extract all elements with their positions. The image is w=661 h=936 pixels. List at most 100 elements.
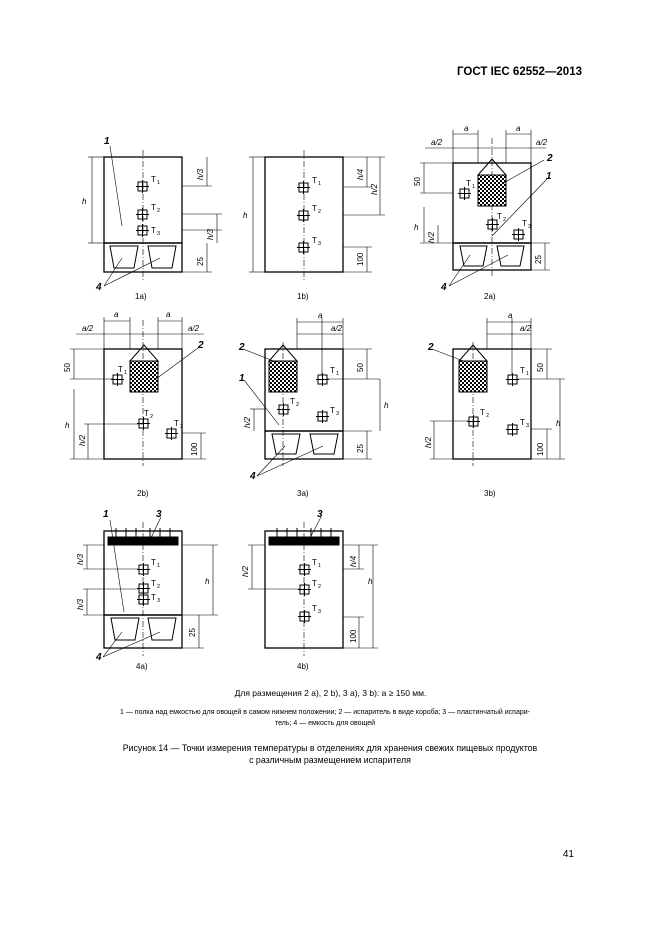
page-number: 41 xyxy=(562,849,574,860)
label-t1: T xyxy=(118,365,123,374)
label-t1-index: 1 xyxy=(157,180,160,186)
label-t3-index: 3 xyxy=(318,241,321,247)
dim-100: 100 xyxy=(349,629,358,643)
panel-1b xyxy=(249,150,385,280)
label-t1-index: 1 xyxy=(124,370,127,376)
caption-line-1: Рисунок 14 — Точки измерения температуры… xyxy=(122,743,538,753)
figure-14-diagram: T1 T2 T3 h h/3 h/3 25 1 4 1a) T1 T2 T3 h… xyxy=(63,124,565,671)
panel-1a xyxy=(88,145,222,287)
panel-2b xyxy=(70,317,206,466)
label-t3: T xyxy=(151,226,156,235)
dim-h2: h/2 xyxy=(427,231,436,243)
label-t3: T xyxy=(312,236,317,245)
dim-h: h xyxy=(556,419,561,428)
label-t3-index: 3 xyxy=(157,231,160,237)
callout-2: 2 xyxy=(546,153,553,164)
panel-3b xyxy=(430,318,565,466)
dim-h3: h/3 xyxy=(206,228,215,240)
dim-a: a xyxy=(114,310,119,319)
legend-line-2: тель; 4 — емкость для овощей xyxy=(274,720,376,727)
dim-h4: h/4 xyxy=(349,555,358,567)
label-t2: T xyxy=(151,579,156,588)
dim-h3: h/3 xyxy=(76,553,85,565)
label-t1: T xyxy=(151,175,156,184)
dim-25: 25 xyxy=(534,255,543,264)
label-t2-index: 2 xyxy=(318,209,321,215)
dim-100: 100 xyxy=(356,252,365,266)
panel-4b xyxy=(248,516,378,656)
label-t2-index: 2 xyxy=(157,208,160,214)
panel-label-3b: 3b) xyxy=(484,489,496,498)
label-t1: T xyxy=(151,558,156,567)
dim-h2: h/2 xyxy=(424,436,433,448)
dim-a2: a/2 xyxy=(431,138,443,147)
dim-50: 50 xyxy=(63,363,72,372)
panel-2a xyxy=(420,130,550,287)
label-t3-index: 3 xyxy=(528,224,531,230)
label-t2-index: 2 xyxy=(318,584,321,590)
callout-1: 1 xyxy=(103,509,109,520)
dim-h: h xyxy=(243,211,248,220)
label-t2: T xyxy=(497,212,502,221)
label-t1-index: 1 xyxy=(318,181,321,187)
panel-label-2a: 2a) xyxy=(484,292,496,301)
label-t3: T xyxy=(330,406,335,415)
dim-h: h xyxy=(384,401,389,410)
dim-a2: a/2 xyxy=(331,324,343,333)
dim-h2: h/2 xyxy=(243,416,252,428)
dim-a: a xyxy=(166,310,171,319)
dim-a: a xyxy=(508,311,513,320)
label-t3-index: 3 xyxy=(318,609,321,615)
dim-25: 25 xyxy=(196,257,205,266)
label-t3-index: 3 xyxy=(526,423,529,429)
label-t3: T xyxy=(520,418,525,427)
dim-25: 25 xyxy=(356,444,365,453)
dim-h: h xyxy=(368,577,373,586)
callout-1: 1 xyxy=(239,373,245,384)
label-t3-index: 3 xyxy=(157,598,160,604)
panel-label-1b: 1b) xyxy=(297,292,309,301)
caption-line-2: с различным размещением испарителя xyxy=(249,755,411,765)
label-t3-index: 3 xyxy=(336,411,339,417)
dim-100: 100 xyxy=(190,442,199,456)
dim-25: 25 xyxy=(188,628,197,637)
label-t2-index: 2 xyxy=(503,217,506,223)
callout-4: 4 xyxy=(249,471,256,482)
label-t2-index: 2 xyxy=(486,413,489,419)
label-t2: T xyxy=(290,397,295,406)
label-t2: T xyxy=(151,203,156,212)
callout-1: 1 xyxy=(104,136,110,147)
dim-a: a xyxy=(318,311,323,320)
dim-h4: h/4 xyxy=(356,168,365,180)
dim-h: h xyxy=(205,577,210,586)
label-t2: T xyxy=(312,204,317,213)
document-header: ГОСТ IEC 62552—2013 xyxy=(457,66,582,78)
label-t2: T xyxy=(312,579,317,588)
placement-note: Для размещения 2 a), 2 b), 3 a), 3 b): a… xyxy=(234,688,427,698)
dim-50: 50 xyxy=(413,177,422,186)
figure-legend: 1 — полка над емкостью для овощей в само… xyxy=(60,707,590,729)
label-t2: T xyxy=(144,409,149,418)
dim-50: 50 xyxy=(356,363,365,372)
label-t3: T xyxy=(174,419,179,428)
panel-label-2b: 2b) xyxy=(137,489,149,498)
label-t1-index: 1 xyxy=(526,371,529,377)
panel-3a xyxy=(242,318,381,477)
label-t3-index: 3 xyxy=(180,424,183,430)
dim-a: a xyxy=(516,124,521,133)
dim-50: 50 xyxy=(536,363,545,372)
label-t3: T xyxy=(522,219,527,228)
label-t1-index: 1 xyxy=(336,371,339,377)
panel-label-1a: 1a) xyxy=(135,292,147,301)
callout-4: 4 xyxy=(440,282,447,293)
label-t1: T xyxy=(466,179,471,188)
dim-a2: a/2 xyxy=(82,324,94,333)
dim-h3: h/3 xyxy=(76,598,85,610)
callout-2: 2 xyxy=(197,340,204,351)
dim-h2: h/2 xyxy=(78,434,87,446)
dim-h3: h/3 xyxy=(196,168,205,180)
dim-a2: a/2 xyxy=(520,324,532,333)
dim-h: h xyxy=(414,223,419,232)
panel-label-4a: 4a) xyxy=(136,662,148,671)
callout-2: 2 xyxy=(427,342,434,353)
